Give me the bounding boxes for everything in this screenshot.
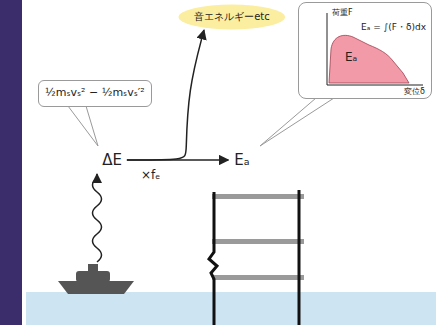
graph-text: 変位δ <box>404 86 425 97</box>
node-text: ΔE <box>102 151 122 169</box>
graph-text: 荷重F <box>332 7 353 18</box>
node-text: Eₐ <box>234 151 249 169</box>
node-text: ½mₛvₛ² − ½mₛvₛ′² <box>45 86 145 99</box>
side-band <box>0 0 22 325</box>
ship <box>58 264 134 294</box>
bubble-tail <box>68 106 98 146</box>
energy-arrow <box>93 174 102 262</box>
graph-bubble: 荷重F Eₐ = ∫(F・δ)dxEₐ 変位δ <box>298 2 432 99</box>
water <box>26 292 436 325</box>
node-text: 音エネルギーetc <box>194 10 270 24</box>
sound-ellipse: 音エネルギーetc <box>178 4 286 30</box>
bubble-tail <box>260 98 334 146</box>
edge-label: ×fₑ <box>139 168 162 182</box>
formula-bubble: ½mₛvₛ² − ½mₛvₛ′² <box>38 80 152 107</box>
building <box>209 190 304 325</box>
energy-label: Eₐ <box>231 150 252 170</box>
energy-label: ΔE <box>99 150 125 170</box>
load-displacement-graph <box>299 3 431 98</box>
graph-text: Eₐ <box>345 50 357 64</box>
graph-text: Eₐ = ∫(F・δ)dx <box>361 21 426 34</box>
